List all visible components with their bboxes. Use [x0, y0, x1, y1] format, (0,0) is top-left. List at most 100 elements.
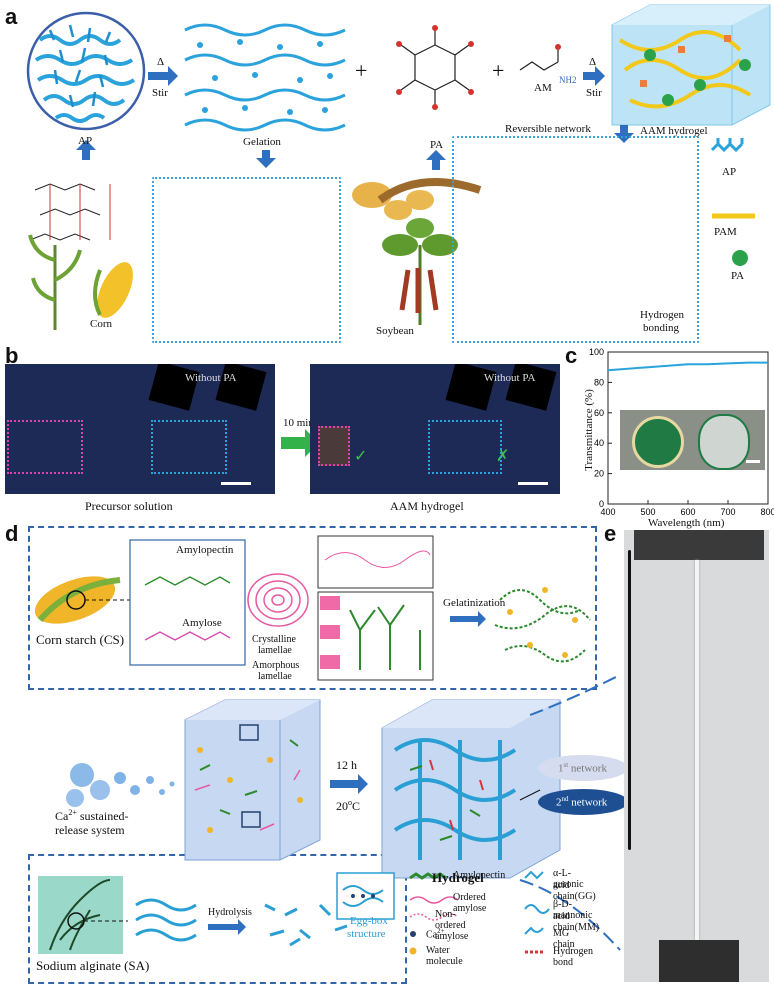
hydrogel-down-arrow — [614, 125, 634, 143]
acrylamide-molecule — [519, 44, 561, 71]
phytic-acid-molecule — [396, 25, 474, 110]
legend-pa-icon — [732, 250, 748, 266]
legend-mg-label: MG chain — [553, 928, 575, 950]
aam-hydrogel-cube — [611, 4, 771, 126]
panel-label-c: c — [565, 343, 578, 368]
gelatinization-label: Gelatinization — [443, 597, 506, 609]
pa-label: PA — [430, 139, 444, 151]
panel-label-e: e — [604, 521, 617, 546]
amorphous-label-1: Amorphous — [252, 660, 300, 671]
top-dashdot-box — [28, 526, 597, 690]
sodium-alginate-label: Sodium alginate (SA) — [36, 958, 150, 973]
emblem-circle — [632, 416, 684, 468]
amylopectin-label: Amylopectin — [176, 544, 234, 556]
soybean-label: Soybean — [376, 325, 414, 337]
chart-inset-photo — [620, 410, 765, 470]
delta-2-label: Δ — [589, 56, 597, 68]
vial-cap-3 — [445, 364, 497, 411]
precursor-caption: Precursor solution — [85, 499, 173, 513]
legend-mm-label-2: acid chain(MM) — [553, 911, 600, 933]
crystalline-label-1: Crystalline — [252, 634, 296, 645]
hydrogel-photo: ✓ ✗ Without PA — [310, 364, 560, 494]
time-12h-label: 12 h — [336, 758, 357, 772]
stir-arrow-1 — [148, 66, 178, 86]
eggbox-label-2: structure — [347, 928, 386, 940]
net2-sup: nd — [561, 795, 569, 803]
pink-dotted-box — [7, 420, 83, 474]
hydrolysis-label: Hydrolysis — [208, 907, 252, 918]
ten-min-label: 10 min — [283, 417, 314, 429]
legend-gg-label-2: acid chain(GG) — [553, 880, 596, 902]
stir-2-label: Stir — [586, 87, 602, 99]
hydrogel-label: Hydrogel — [432, 870, 484, 885]
ca-text-3: release system — [55, 823, 125, 837]
legend-amylopectin-label: Amylopectin — [453, 870, 506, 881]
reversible-network-box — [452, 136, 699, 343]
precursor-photo: Without PA — [5, 364, 275, 494]
scale-bar-1 — [221, 482, 251, 485]
blue-dotted-box — [151, 420, 227, 474]
first-network-label: 1st network — [558, 761, 607, 775]
legend-mm-label-1: β-D-mannonic — [553, 899, 593, 921]
ca-release-label: Ca2+ sustained- release system — [55, 806, 129, 837]
tensile-test-photo — [624, 530, 769, 982]
am-label: AM — [534, 82, 552, 94]
stir-arrow-2 — [583, 66, 605, 86]
eggbox-label-1: Egg-box — [350, 915, 388, 927]
gelation-network-box — [152, 177, 341, 343]
net1-rest: network — [568, 762, 607, 775]
crystalline-label-2: lamellae — [258, 645, 292, 656]
legend-water-label: Water molecule — [426, 945, 463, 967]
panel-label-b: b — [5, 343, 19, 368]
cross-mark: ✗ — [496, 446, 510, 465]
net2-rest: network — [568, 796, 608, 809]
vial-cap-1 — [148, 364, 200, 411]
aam-hydrogel-label: AAM hydrogel — [640, 125, 708, 137]
without-pa-label-1: Without PA — [185, 372, 237, 384]
ap-label: AP — [78, 135, 93, 147]
hydrogel-strip — [695, 560, 699, 940]
corn-label: Corn — [90, 318, 112, 330]
amorphous-label-2: lamellae — [258, 671, 292, 682]
amylopectin-circle — [26, 11, 146, 131]
plus-2: + — [492, 58, 505, 83]
blue-dotted-box-2 — [428, 420, 502, 474]
net1-sup: st — [563, 761, 569, 769]
legend-ordered-label: Ordered amylose — [453, 892, 487, 914]
panel-label-d: d — [5, 521, 19, 546]
gel-block — [318, 426, 350, 466]
aam-hydrogel-caption: AAM hydrogel — [390, 499, 464, 513]
gelation-down-arrow — [256, 150, 276, 168]
chart-ylabel: Transmittance (%) — [582, 389, 595, 471]
legend-nonordered-label: Non-ordered amylose — [435, 909, 469, 942]
legend-ca-label: Ca2+ — [426, 927, 445, 940]
vial-cap-2 — [215, 364, 267, 411]
scale-bar-2 — [518, 482, 548, 485]
temp-degree: o — [348, 798, 352, 807]
plus-1: + — [355, 58, 368, 83]
ca-text-2: sustained- — [76, 809, 129, 823]
net1-num: 1 — [558, 762, 564, 775]
legend-gg-label-1: α-L-guronic — [553, 868, 584, 890]
panel-label-a: a — [5, 4, 18, 29]
ap-up-arrow — [76, 140, 96, 160]
pa-up-arrow — [426, 150, 446, 170]
without-pa-label-2: Without PA — [484, 372, 536, 384]
legend-ap-icon — [710, 138, 744, 153]
inset-scale-bar — [746, 460, 760, 463]
temperature-label: 20oC — [336, 798, 360, 814]
reversible-network-label: Reversible network — [505, 123, 591, 135]
soybean-image — [352, 178, 482, 325]
legend-ca-text: Ca — [426, 929, 438, 941]
legend-ap-label: AP — [722, 166, 737, 178]
legend-hbond-label: Hydrogen bond — [553, 946, 593, 968]
hydrogen-bonding-label-2: bonding — [643, 322, 680, 334]
vial-cap-4 — [505, 364, 557, 411]
hydrogen-bonding-label-1: Hydrogen — [640, 309, 684, 321]
ca-text: Ca — [55, 809, 69, 823]
delta-1-label: Δ — [157, 56, 165, 68]
legend-pa-label: PA — [731, 270, 745, 282]
chart-xlabel: Wavelength (nm) — [648, 517, 725, 529]
lower-clamp — [659, 940, 739, 982]
